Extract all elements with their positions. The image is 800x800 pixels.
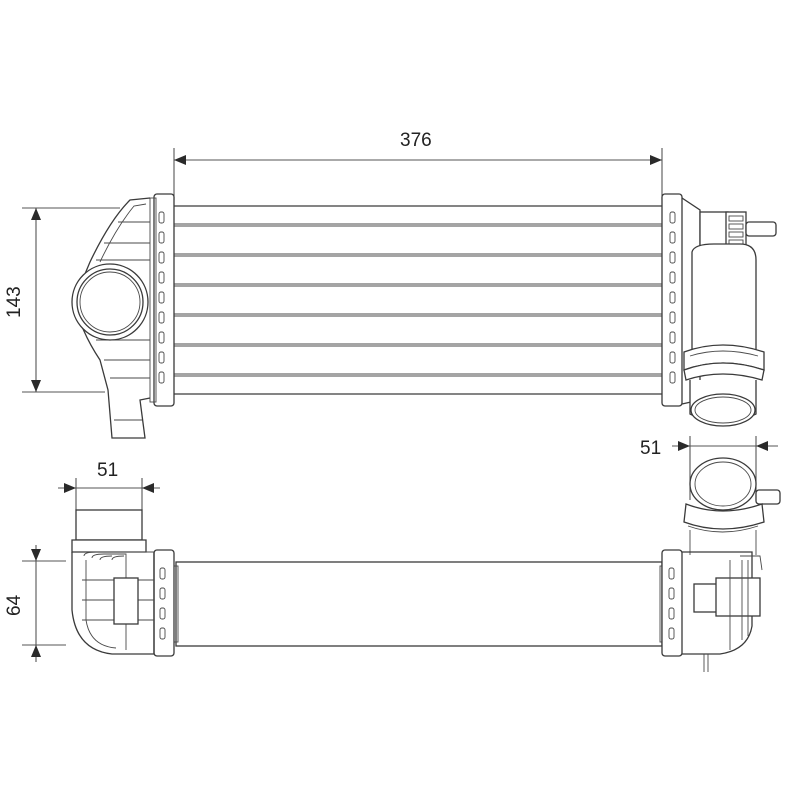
core-tubes bbox=[174, 205, 662, 395]
dimension-height-label: 143 bbox=[4, 286, 25, 318]
arrow-right-icon bbox=[678, 441, 690, 451]
dimension-width: 376 bbox=[173, 130, 663, 200]
dimension-depth: 64 bbox=[4, 545, 66, 662]
right-header-tank bbox=[661, 193, 777, 427]
dimension-depth-label: 64 bbox=[4, 594, 25, 616]
arrow-right-icon bbox=[650, 155, 662, 165]
arrow-down-icon bbox=[31, 549, 41, 561]
arrow-down-icon bbox=[31, 380, 41, 392]
top-right-header bbox=[661, 457, 781, 672]
left-inlet-port bbox=[71, 263, 149, 341]
arrow-left-icon bbox=[174, 155, 186, 165]
dimension-width-label: 376 bbox=[400, 130, 432, 151]
arrow-left-icon bbox=[142, 483, 154, 493]
arrow-left-icon bbox=[756, 441, 768, 451]
arrow-right-icon bbox=[64, 483, 76, 493]
arrow-up-icon bbox=[31, 645, 41, 657]
dimension-inlet-diameter-label: 51 bbox=[97, 460, 118, 481]
left-header-tank bbox=[71, 193, 175, 439]
arrow-up-icon bbox=[31, 208, 41, 220]
dimension-height: 143 bbox=[4, 207, 120, 393]
top-view bbox=[71, 457, 781, 672]
front-view bbox=[71, 193, 777, 439]
dimension-outlet-diameter-label: 51 bbox=[640, 438, 661, 459]
dimension-inlet-diameter: 51 bbox=[58, 460, 160, 510]
right-outlet-clamp bbox=[683, 344, 765, 381]
top-left-header bbox=[71, 509, 175, 657]
